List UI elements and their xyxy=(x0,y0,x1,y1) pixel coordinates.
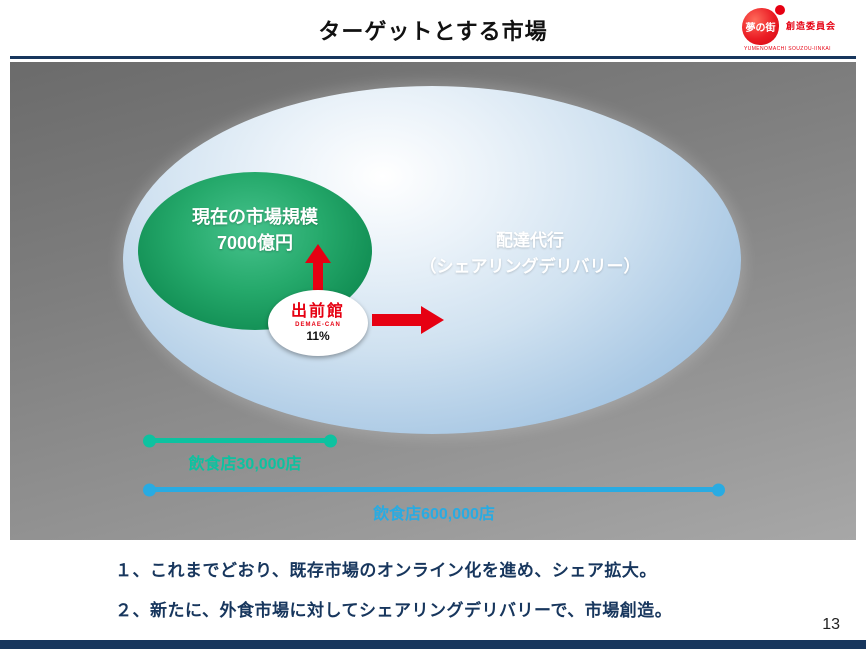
company-logo: 夢の街 創造委員会 YUMENOMACHI SOUZOU-IINKAI xyxy=(742,5,850,52)
page-title: ターゲットとする市場 xyxy=(318,19,548,44)
logo-dot-icon xyxy=(775,5,785,15)
new-market-label: 配達代行 （シェアリングデリバリー） xyxy=(382,228,678,281)
arrow-right-icon xyxy=(372,306,444,334)
demaecan-share-value: 11% xyxy=(306,328,330,343)
summary-notes: １、これまでどおり、既存市場のオンライン化を進め、シェア拡大。 ２、新たに、外食… xyxy=(115,556,835,636)
demaecan-badge: 出前館 DEMAE-CAN 11% xyxy=(268,290,368,356)
logo-name: 創造委員会 xyxy=(786,21,837,31)
arrow-up-icon xyxy=(305,244,331,292)
page-number: 13 xyxy=(822,616,840,633)
new-market-label-line2: （シェアリングデリバリー） xyxy=(419,257,641,277)
measure-label-small: 飲食店30,000店 xyxy=(188,456,302,473)
logo-subtext: YUMENOMACHI SOUZOU-IINKAI xyxy=(744,46,831,52)
measure-label-large: 飲食店600,000店 xyxy=(373,506,495,523)
diagram-canvas: 現在の市場規模 7000億円 配達代行 （シェアリングデリバリー） 出前館 DE… xyxy=(10,62,856,540)
measure-line-small xyxy=(145,438,335,443)
current-market-value: 7000億円 xyxy=(216,233,294,253)
footer-bar xyxy=(0,640,866,649)
current-market-label-line1: 現在の市場規模 xyxy=(192,206,318,227)
demaecan-brand-logo: 出前館 xyxy=(290,303,345,321)
note-1: １、これまでどおり、既存市場のオンライン化を進め、シェア拡大。 xyxy=(115,561,657,580)
measure-line-large xyxy=(145,487,723,492)
new-market-label-line1: 配達代行 xyxy=(496,231,564,250)
logo-flower-icon: 夢の街 xyxy=(742,8,779,45)
demaecan-brand-subtext: DEMAE-CAN xyxy=(295,321,341,328)
title-divider xyxy=(10,56,856,59)
note-2: ２、新たに、外食市場に対してシェアリングデリバリーで、市場創造。 xyxy=(115,601,673,620)
